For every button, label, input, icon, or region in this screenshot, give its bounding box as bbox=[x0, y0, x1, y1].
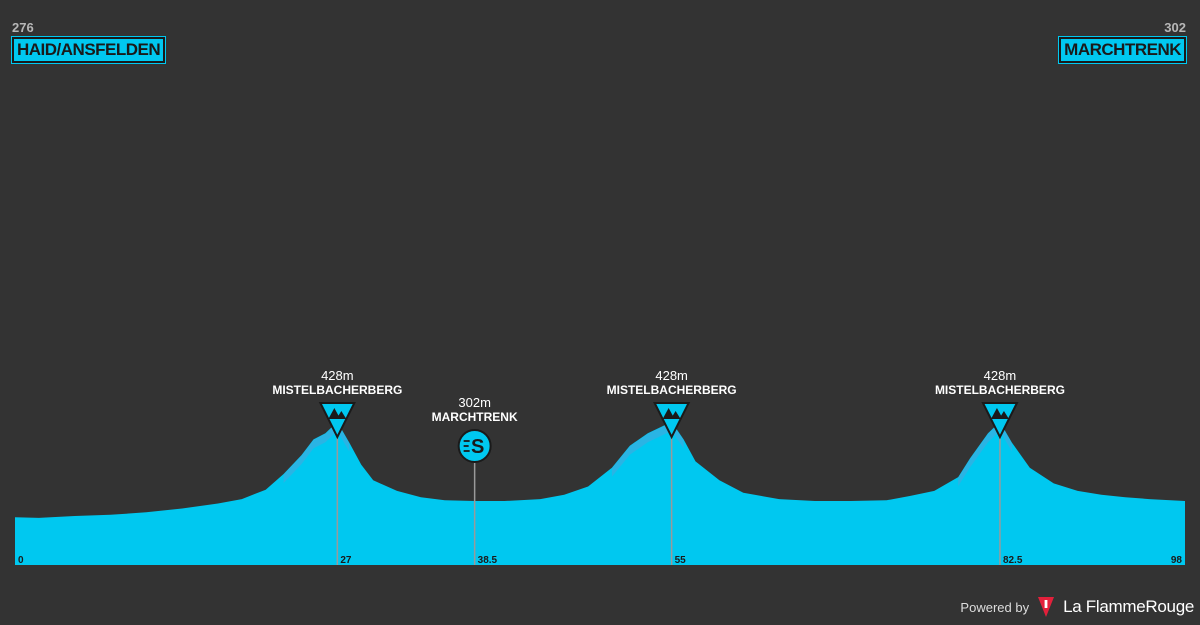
point-altitude: 302m bbox=[458, 395, 491, 410]
start-location: 276 HAID/ANSFELDEN bbox=[12, 20, 166, 63]
powered-by-label: Powered by bbox=[960, 599, 1030, 615]
mountain-peak-shape bbox=[336, 411, 347, 419]
start-name: HAID/ANSFELDEN bbox=[12, 37, 166, 63]
flame-logo-icon bbox=[1038, 597, 1055, 617]
mountain-icon bbox=[318, 402, 356, 440]
km-tick-label: 82.5 bbox=[1003, 555, 1023, 566]
km-tick-label: 38.5 bbox=[478, 555, 498, 566]
point-name: MISTELBACHERBERG bbox=[935, 383, 1065, 397]
point-name: MARCHTRENK bbox=[432, 410, 518, 424]
km-tick-label: 98 bbox=[1171, 555, 1183, 566]
start-altitude: 276 bbox=[12, 20, 34, 35]
point-name: MISTELBACHERBERG bbox=[272, 383, 402, 397]
point-name: MISTELBACHERBERG bbox=[607, 383, 737, 397]
sprint-icon-glyph: S bbox=[471, 436, 484, 458]
km-tick-label: 0 bbox=[18, 555, 24, 566]
point-altitude: 428m bbox=[321, 368, 354, 383]
mountain-peak-shape bbox=[662, 408, 675, 419]
finish-name: MARCHTRENK bbox=[1059, 37, 1186, 63]
finish-location: 302 MARCHTRENK bbox=[1059, 20, 1186, 63]
sprint-icon bbox=[457, 429, 492, 463]
mountain-icon bbox=[981, 402, 1019, 440]
mountain-peak-shape bbox=[998, 411, 1009, 419]
km-tick-label: 55 bbox=[675, 555, 687, 566]
mountain-peak-shape bbox=[990, 408, 1003, 419]
mountain-peak-shape bbox=[670, 411, 681, 419]
mountain-icon bbox=[653, 402, 691, 440]
profile-area bbox=[15, 421, 1185, 565]
point-altitude: 428m bbox=[984, 368, 1017, 383]
km-tick-label: 27 bbox=[340, 555, 352, 566]
mountain-peak-shape bbox=[328, 408, 341, 419]
finish-altitude: 302 bbox=[1164, 20, 1186, 35]
footer-branding: Powered by La FlammeRouge bbox=[960, 596, 1194, 618]
brand-name: La FlammeRouge bbox=[1063, 597, 1194, 616]
point-altitude: 428m bbox=[655, 368, 688, 383]
